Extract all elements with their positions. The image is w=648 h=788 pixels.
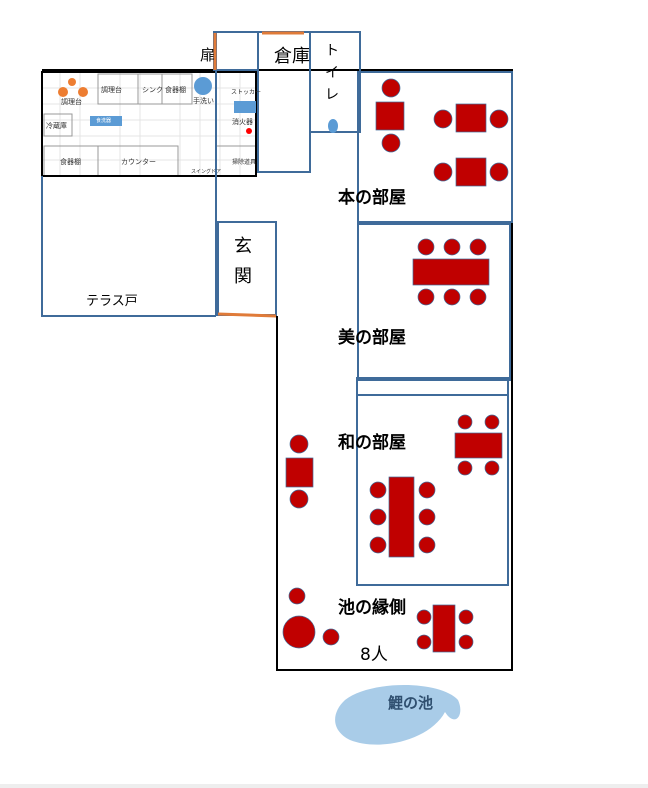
- kitchen-wall: [41, 71, 257, 177]
- terrace-door-label: テラス戸: [86, 294, 138, 309]
- koi-pond: [335, 685, 461, 745]
- kitchen-counter: カウンター: [121, 158, 156, 166]
- entrance-label: 玄関: [234, 236, 252, 287]
- pond-label: 鯉の池: [388, 694, 434, 712]
- stocker-icon: [234, 101, 256, 113]
- toilet-icon: [328, 119, 338, 133]
- kitchen-fridge: 冷蔵庫: [46, 122, 67, 130]
- doors: [213, 31, 304, 318]
- room-beauty-label: 美の部屋: [338, 328, 406, 348]
- kitchen-cupboard-2: 食器棚: [60, 158, 81, 166]
- outer-walls: [42, 69, 513, 671]
- hand-wash-icon: [194, 77, 212, 95]
- kitchen-dishwasher: 食洗器: [96, 118, 112, 124]
- room-book-label: 本の部屋: [338, 188, 406, 208]
- page-edge: [0, 784, 648, 788]
- kitchen-hand-wash: 手洗い: [193, 97, 214, 105]
- kitchen-prep-table-1: 調理台: [61, 98, 82, 106]
- kitchen-swing-door: スイングドア: [191, 169, 222, 175]
- kitchen-cupboard-1: 食器棚: [165, 86, 186, 94]
- capacity-label: 8人: [360, 645, 388, 665]
- kitchen-prep-table-2: 調理台: [101, 86, 122, 94]
- dishwasher-icon: [90, 116, 122, 126]
- kitchen-sink: シンク: [142, 86, 163, 94]
- kitchen-stocker: ストッカー: [231, 89, 262, 96]
- room-japanese-label: 和の部屋: [338, 433, 406, 453]
- toilet-label: トイレ: [325, 43, 339, 103]
- kitchen-extinguisher: 消火器: [232, 118, 253, 126]
- storage-label: 倉庫: [274, 46, 310, 67]
- extinguisher-icon: [246, 128, 252, 134]
- tables: [282, 78, 509, 653]
- kitchen-cleaning-tools: 掃除道具: [232, 159, 257, 166]
- engawa-label: 池の縁側: [338, 598, 406, 618]
- door-label: 扉: [200, 46, 216, 64]
